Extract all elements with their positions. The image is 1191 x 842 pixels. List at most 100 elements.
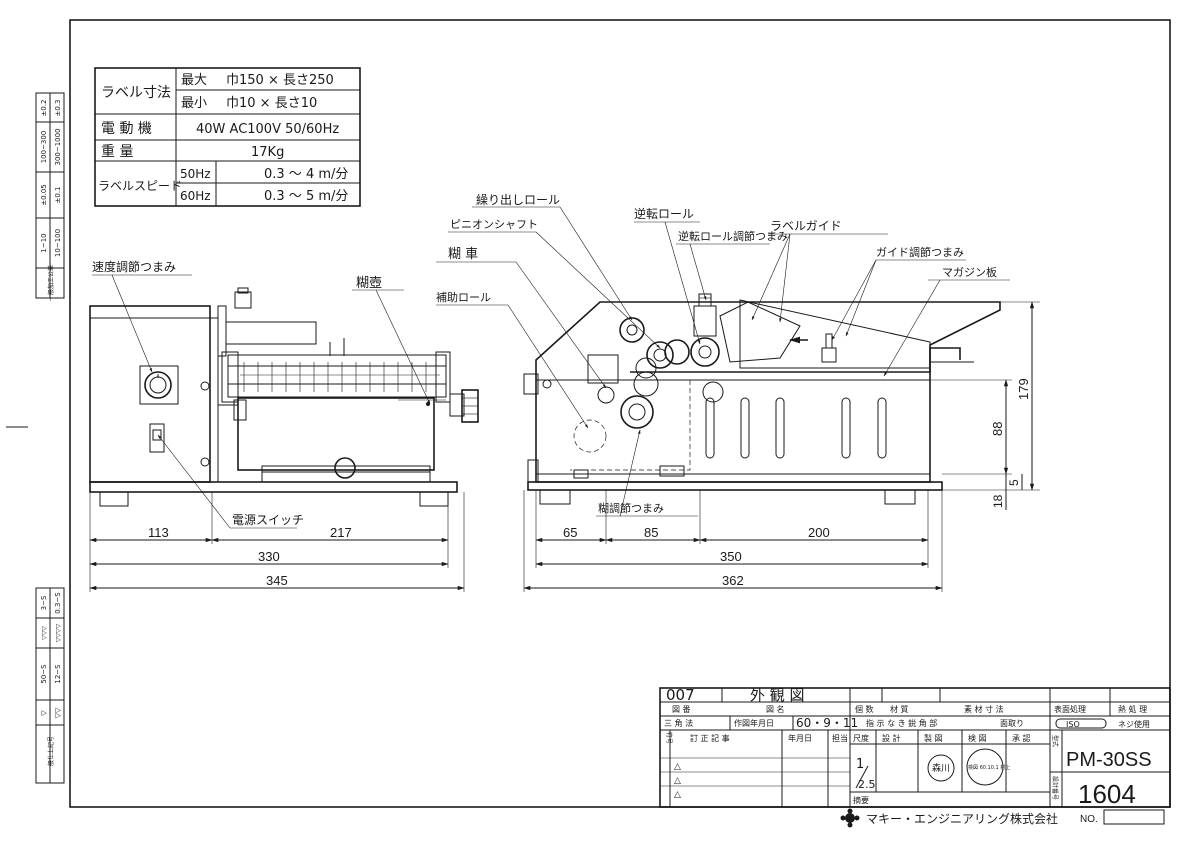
dim-330: 330 (258, 549, 280, 564)
tb-h-drawing-name: 図 名 (766, 704, 785, 714)
tb-drawing-name: 外 観 図 (750, 686, 805, 704)
label-guide-knob: ガイド調節つまみ (876, 245, 964, 259)
side-view (523, 293, 1001, 505)
label-reverse-roll: 逆転ロール (634, 206, 694, 221)
label-aux-roll: 補助ロール (436, 290, 491, 304)
tb-h-no: 符号 (665, 732, 673, 744)
tb-h-date: 作図年月日 (734, 718, 774, 728)
tb-h-qty: 個 数 (855, 704, 874, 714)
dim-85: 85 (644, 525, 658, 540)
label-speed-knob: 速度調節つまみ (92, 259, 176, 274)
tb-design-no: 1604 (1078, 779, 1136, 809)
tb-h-model: 型式 (1051, 735, 1059, 747)
label-feed-roll: 繰り出しロール (476, 193, 560, 207)
tb-date-value: 60・9・11 (796, 716, 858, 730)
tb-h-drawing-no: 図 番 (672, 704, 691, 714)
dim-5: 5 (1007, 479, 1021, 486)
spec-table: ラベル寸法 最大 巾150 × 長さ250 最小 巾10 × 長さ10 電 動 … (94, 67, 361, 207)
label-label-guide: ラベルガイド (770, 219, 842, 233)
tb-model: PM-30SS (1066, 749, 1152, 771)
tol-cell: ±0.05 (40, 184, 48, 205)
tb-h-projection: 三 角 法 (664, 718, 693, 728)
tb-h-thread: ネジ使用 (1118, 719, 1150, 729)
tol-caption: 一般加工公差 (47, 265, 55, 301)
spec-speed-60-value: 0.3 〜 5 m/分 (264, 189, 348, 204)
front-view (89, 287, 479, 507)
spec-motor-value: 40W AC100V 50/60Hz (196, 122, 339, 137)
spec-min-label: 最小 (181, 96, 207, 111)
iso-badge (1055, 718, 1107, 729)
finish-cell: ▽▽ (54, 707, 62, 718)
company-name: マキー・エンジニアリング株式会社 (866, 811, 1058, 826)
tb-h-summary: 摘要 (853, 795, 869, 805)
finish-cell: 50~S (40, 664, 48, 684)
label-reverse-roll-knob: 逆転ロール調節つまみ (678, 229, 788, 243)
tb-stamp-2: 検図 60.10.1 村上 (968, 764, 1010, 771)
tb-h-chamfer: 面取り (1000, 719, 1024, 728)
tb-h-design-no: 設計番号 (1051, 776, 1059, 800)
tb-h-ymd: 年月日 (788, 733, 812, 743)
label-magazine-plate: マガジン板 (942, 265, 997, 279)
spec-speed-50-value: 0.3 〜 4 m/分 (264, 167, 348, 182)
no-label: NO. (1080, 814, 1098, 825)
spec-motor-label: 電 動 機 (101, 121, 152, 137)
finish-cell: ▽▽▽▽ (55, 623, 62, 642)
spec-max-value: 巾150 × 長さ250 (226, 73, 334, 88)
leader-lines (92, 206, 1010, 529)
dim-200: 200 (808, 525, 830, 540)
spec-label-size-header: ラベル寸法 (101, 85, 171, 101)
tol-cell: 1~10 (40, 233, 48, 252)
tol-cell: ±0.2 (40, 100, 48, 117)
dimension-lines (89, 301, 1040, 592)
tb-stamp-1: 森川 (932, 762, 950, 774)
finish-caption: 一般仕上記号 (47, 736, 55, 772)
tb-h-scale: 尺度 (853, 733, 869, 743)
tol-cell: 300~1000 (54, 128, 62, 165)
tb-h-stock-size: 素 材 寸 法 (964, 704, 1004, 714)
label-paste-pot: 糊壺 (356, 275, 382, 291)
spec-speed-label: ラベルスピード (98, 179, 182, 193)
tb-drawing-no: 007 (666, 686, 695, 704)
dim-350: 350 (720, 549, 742, 564)
dim-88: 88 (990, 422, 1005, 436)
tb-h-design: 設 計 (882, 733, 901, 743)
tol-cell: ±0.3 (54, 100, 62, 117)
label-paste-wheel: 糊 車 (448, 246, 478, 262)
scale-slash (855, 765, 869, 789)
label-paste-knob: 糊調節つまみ (598, 501, 664, 515)
spec-min-value: 巾10 × 長さ10 (226, 96, 317, 111)
spec-weight-value: 17Kg (251, 145, 284, 160)
dim-18: 18 (991, 494, 1005, 508)
tb-h-heat: 熱 処 理 (1118, 704, 1147, 714)
dim-113: 113 (148, 525, 169, 540)
approval-stamp (927, 754, 955, 782)
tb-h-person: 担当 (832, 733, 848, 743)
tb-scale-num: 1 (856, 757, 864, 772)
label-power-switch: 電源スイッチ (232, 513, 304, 527)
dim-217: 217 (330, 525, 352, 540)
finish-cell: 0.3~S (54, 592, 62, 614)
finish-cell: ▽ (40, 710, 48, 716)
tb-h-draft: 製 図 (924, 733, 943, 743)
tb-iso: ISO (1066, 720, 1080, 729)
tol-cell: 10~100 (54, 229, 62, 257)
tb-h-check: 検 図 (968, 733, 987, 743)
dim-65: 65 (563, 525, 577, 540)
finish-cell: ▽▽▽ (41, 626, 48, 640)
spec-weight-label: 重 量 (101, 144, 133, 160)
tol-cell: ±0.1 (54, 187, 62, 204)
finish-cell: 3~S (40, 595, 48, 610)
finish-cell: 12~S (54, 664, 62, 684)
company-logo (840, 808, 860, 828)
tb-scale-den: 2.5 (858, 778, 876, 791)
dim-345: 345 (266, 573, 288, 588)
dim-362: 362 (722, 573, 744, 588)
tb-rev-2: △ (674, 776, 681, 786)
tb-h-revision: 訂 正 記 事 (690, 733, 730, 743)
dim-179: 179 (1016, 378, 1031, 400)
tb-rev-3: △ (674, 790, 681, 800)
no-field (1103, 809, 1165, 825)
tb-h-material: 材 質 (890, 704, 909, 714)
spec-speed-60-hz: 60Hz (180, 189, 211, 203)
